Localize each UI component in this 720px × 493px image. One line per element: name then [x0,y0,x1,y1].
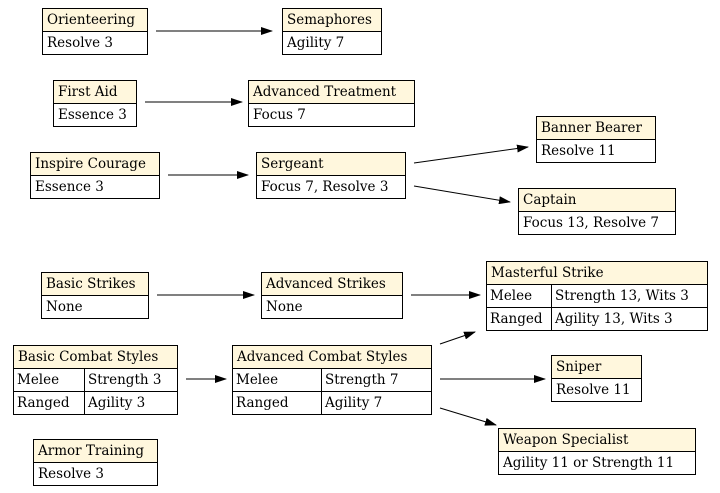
requirement-text: Agility 7 [321,392,431,414]
node-row: None [42,296,148,318]
requirement-text: Agility 7 [287,35,345,51]
node-row: Melee Strength 3 [14,369,177,391]
edge-sergeant-to-banner-bearer [413,144,529,164]
edge-sergeant-to-captain [413,185,511,205]
style-label: Melee [236,372,279,388]
node-row: Focus 13, Resolve 7 [519,212,675,234]
requirement-text: Agility 11 or Strength 11 [503,455,675,471]
node-title: Sergeant [257,153,405,176]
requirement-text: Agility 3 [84,392,177,414]
node-title: Armor Training [34,440,157,463]
node-title: Advanced Strikes [262,273,402,296]
node-title: Basic Combat Styles [14,346,177,369]
node-title: Weapon Specialist [499,429,695,452]
style-label: Ranged [490,311,543,327]
node-row: Essence 3 [31,176,159,198]
node-row: None [262,296,402,318]
requirement-text: Strength 3 [84,369,177,391]
node-row: Agility 7 [283,32,381,54]
node-row: Melee Strength 7 [233,369,431,391]
node-row: Ranged Agility 7 [233,391,431,414]
node-row: Essence 3 [54,104,136,126]
node-title: Sniper [552,356,641,379]
node-title: Masterful Strike [487,262,707,285]
requirement-text: Essence 3 [58,107,127,123]
requirement-text: Strength 7 [321,369,431,391]
edge-advanced-combat-styles-to-masterful-strike [439,331,476,345]
requirement-text: None [46,299,83,315]
requirement-text: Resolve 11 [556,382,631,398]
requirement-text: Essence 3 [35,179,104,195]
node-title: Basic Strikes [42,273,148,296]
requirement-text: Agility 13, Wits 3 [551,308,707,330]
requirement-text: None [266,299,303,315]
requirement-text: Focus 7 [253,107,306,123]
requirement-text: Strength 13, Wits 3 [551,285,707,307]
edge-advanced-combat-styles-to-weapon-specialist [439,407,497,426]
node-row: Resolve 11 [552,379,641,401]
node-row: Resolve 3 [34,463,157,485]
node-row: Melee Strength 13, Wits 3 [487,285,707,307]
requirement-text: Focus 7, Resolve 3 [261,179,389,195]
node-title: Inspire Courage [31,153,159,176]
node-title: Advanced Combat Styles [233,346,431,369]
style-label: Melee [17,372,60,388]
requirement-text: Resolve 3 [47,35,114,51]
node-title: Semaphores [283,9,381,32]
node-title: Advanced Treatment [249,81,414,104]
node-row: Ranged Agility 13, Wits 3 [487,307,707,330]
node-title: Orienteering [43,9,147,32]
requirement-text: Focus 13, Resolve 7 [523,215,660,231]
node-title: First Aid [54,81,136,104]
node-row: Focus 7, Resolve 3 [257,176,405,198]
node-row: Resolve 3 [43,32,147,54]
requirement-text: Resolve 11 [541,143,616,159]
style-label: Ranged [17,395,70,411]
node-row: Ranged Agility 3 [14,391,177,414]
style-label: Melee [490,288,533,304]
requirement-text: Resolve 3 [38,466,105,482]
node-title: Banner Bearer [537,117,655,140]
node-row: Resolve 11 [537,140,655,162]
node-row: Agility 11 or Strength 11 [499,452,695,474]
node-title: Captain [519,189,675,212]
node-row: Focus 7 [249,104,414,126]
style-label: Ranged [236,395,289,411]
